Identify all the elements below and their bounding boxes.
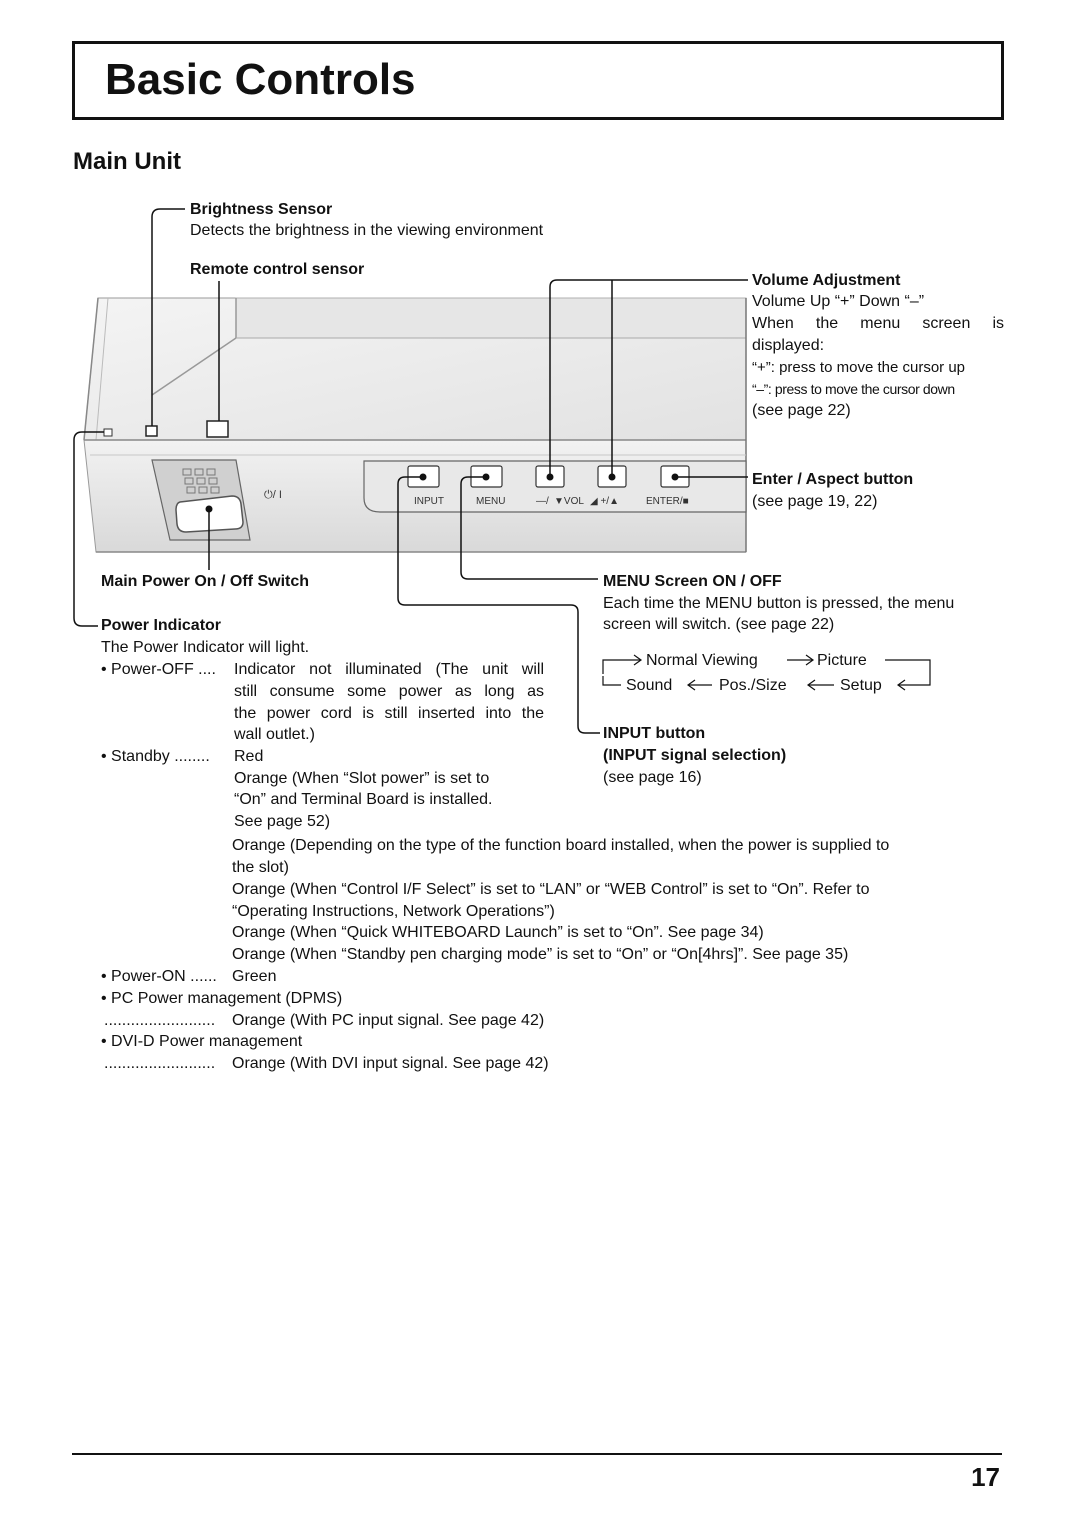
standby-orange4: Orange (When “Quick WHITEBOARD Launch” i… bbox=[232, 924, 764, 941]
brightness-sensor-window bbox=[145, 425, 158, 437]
power-on-value: Green bbox=[232, 968, 277, 985]
input-button-title: INPUT button bbox=[603, 725, 706, 742]
dvi-label: • DVI-D Power management bbox=[101, 1033, 303, 1050]
flow-normal-viewing: Normal Viewing bbox=[646, 652, 758, 669]
footer-rule bbox=[72, 1453, 1002, 1455]
standby-orange1-line1: Orange (When “Slot power” is set to bbox=[234, 770, 490, 787]
standby-red: Red bbox=[234, 748, 264, 765]
dpms-label: • PC Power management (DPMS) bbox=[101, 990, 343, 1007]
leader-dots bbox=[205, 473, 679, 513]
input-key-label: INPUT bbox=[414, 496, 444, 507]
vol-label: ▼VOL bbox=[554, 496, 584, 507]
volume-line1: Volume Up “+” Down “–” bbox=[752, 293, 925, 310]
volume-line4: “+”: press to move the cursor up bbox=[752, 359, 966, 376]
menu-screen-line1: Each time the MENU button is pressed, th… bbox=[603, 595, 955, 612]
volume-line5: “–”: press to move the cursor down bbox=[752, 381, 955, 397]
main-power-title: Main Power On / Off Switch bbox=[101, 573, 310, 590]
flow-sound: Sound bbox=[626, 677, 673, 694]
volume-line2: When the menu screen is bbox=[752, 315, 1004, 332]
enter-key-label: ENTER/■ bbox=[646, 496, 689, 507]
standby-orange1-line2: “On” and Terminal Board is installed. bbox=[234, 791, 493, 808]
menu-screen-title: MENU Screen ON / OFF bbox=[603, 573, 782, 590]
menu-screen-line2: screen will switch. (see page 22) bbox=[603, 616, 835, 633]
power-off-line4: wall outlet.) bbox=[234, 726, 315, 743]
vol-minus-label: —/ bbox=[536, 496, 549, 507]
standby-orange1-line3: See page 52) bbox=[234, 813, 331, 830]
power-off-line2: still consume some power as long as bbox=[234, 683, 544, 700]
menu-flow-arrows bbox=[602, 654, 931, 691]
vol-plus-label: ◢ +/▲ bbox=[590, 496, 619, 507]
power-indicator-title: Power Indicator bbox=[101, 617, 222, 634]
volume-line6: (see page 22) bbox=[752, 402, 851, 419]
flow-picture: Picture bbox=[817, 652, 867, 669]
volume-line3: displayed: bbox=[752, 337, 825, 354]
display-screen bbox=[235, 297, 747, 339]
page-title-box: Basic Controls bbox=[72, 41, 1004, 120]
dpms-dots: ......................... bbox=[104, 1012, 216, 1029]
volume-title: Volume Adjustment bbox=[752, 272, 901, 289]
flow-pos-size: Pos./Size bbox=[719, 677, 787, 694]
remote-sensor-title: Remote control sensor bbox=[190, 261, 365, 278]
power-on-label: • Power-ON ...... bbox=[101, 968, 217, 985]
leader-lines bbox=[73, 208, 748, 734]
standby-orange2-line1: Orange (Depending on the type of the fun… bbox=[232, 837, 890, 854]
dpms-value: Orange (With PC input signal. See page 4… bbox=[232, 1012, 545, 1029]
enter-title: Enter / Aspect button bbox=[752, 471, 914, 488]
input-button-subtitle: (INPUT signal selection) bbox=[603, 747, 787, 764]
remote-sensor-window bbox=[206, 420, 229, 438]
brightness-sensor-desc: Detects the brightness in the viewing en… bbox=[190, 222, 544, 239]
power-off-line3: the power cord is still inserted into th… bbox=[234, 705, 544, 722]
enter-desc: (see page 19, 22) bbox=[752, 493, 878, 510]
page-number: 17 bbox=[971, 1462, 1000, 1492]
power-indicator-desc: The Power Indicator will light. bbox=[101, 639, 310, 656]
standby-orange5: Orange (When “Standby pen charging mode”… bbox=[232, 946, 849, 963]
brightness-sensor-title: Brightness Sensor bbox=[190, 201, 333, 218]
power-symbol-label: ⏻/ I bbox=[264, 489, 282, 501]
power-off-line1: Indicator not illuminated (The unit will bbox=[234, 661, 544, 678]
standby-orange3-line2: “Operating Instructions, Network Operati… bbox=[232, 903, 555, 920]
standby-orange2-line2: the slot) bbox=[232, 859, 289, 876]
standby-label: • Standby ........ bbox=[101, 748, 210, 765]
page-title: Basic Controls bbox=[105, 55, 416, 104]
dvi-value: Orange (With DVI input signal. See page … bbox=[232, 1055, 549, 1072]
input-button-desc: (see page 16) bbox=[603, 769, 702, 786]
dvi-dots: ......................... bbox=[104, 1055, 216, 1072]
section-heading: Main Unit bbox=[73, 148, 181, 175]
power-off-label: • Power-OFF .... bbox=[101, 661, 216, 678]
menu-key-label: MENU bbox=[476, 496, 505, 507]
standby-orange3-line1: Orange (When “Control I/F Select” is set… bbox=[232, 881, 870, 898]
flow-setup: Setup bbox=[840, 677, 882, 694]
power-indicator-led bbox=[103, 428, 113, 437]
